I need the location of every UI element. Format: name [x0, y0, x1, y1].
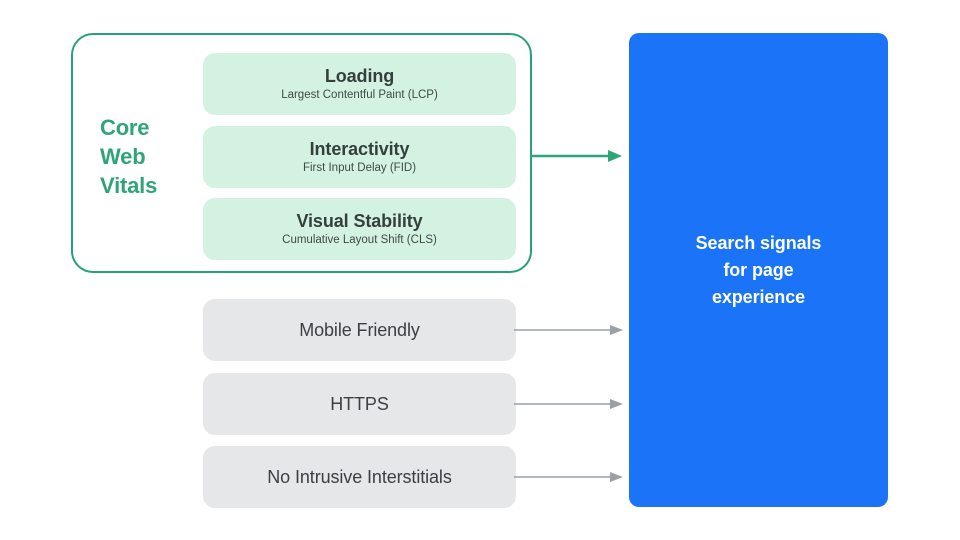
search-signals-panel-label: Search signals for page experience [695, 232, 822, 307]
vital-card-loading[interactable]: Loading Largest Contentful Paint (LCP) [203, 53, 516, 115]
arrow-gray-https [514, 399, 623, 409]
signal-box-label: HTTPS [330, 394, 389, 414]
vital-card-title: Interactivity [309, 139, 410, 159]
signal-box-https[interactable]: HTTPS [203, 373, 516, 435]
signal-box-label: No Intrusive Interstitials [267, 467, 452, 487]
search-signals-panel[interactable]: Search signals for page experience [629, 33, 888, 507]
core-web-vitals-label: Core Web Vitals [100, 115, 158, 198]
signal-box-mobile-friendly[interactable]: Mobile Friendly [203, 299, 516, 361]
arrow-gray-mobile-friendly [514, 325, 623, 335]
vital-card-title: Loading [324, 66, 395, 86]
arrow-green-core-web-vitals [530, 150, 622, 162]
signal-box-no-intrusive-interstitials[interactable]: No Intrusive Interstitials [203, 446, 516, 508]
vital-card-subtitle: Cumulative Layout Shift (CLS) [282, 234, 437, 246]
vital-card-subtitle: Largest Contentful Paint (LCP) [281, 89, 438, 101]
signal-box-label: Mobile Friendly [299, 320, 420, 340]
vital-card-subtitle: First Input Delay (FID) [302, 162, 417, 174]
vital-card-interactivity[interactable]: Interactivity First Input Delay (FID) [203, 126, 516, 188]
vital-card-visual-stability[interactable]: Visual Stability Cumulative Layout Shift… [203, 198, 516, 260]
vital-card-title: Visual Stability [296, 211, 423, 231]
arrow-gray-no-intrusive-interstitials [514, 472, 623, 482]
